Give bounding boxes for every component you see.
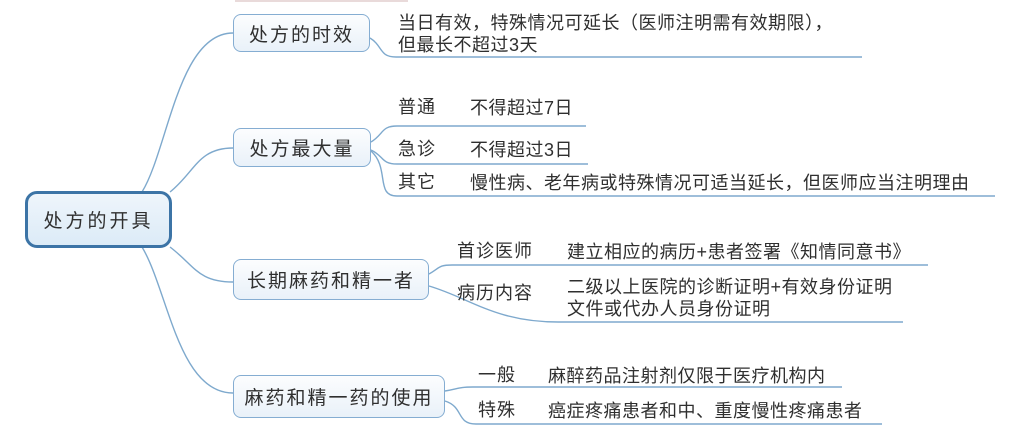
- branch-node-narcotics-usage[interactable]: 麻药和精一药的使用: [233, 375, 445, 418]
- leaf-label-teshu[interactable]: 特殊: [478, 400, 516, 420]
- leaf-label-putong[interactable]: 普通: [398, 97, 436, 117]
- branch-node-prescription-validity[interactable]: 处方的时效: [233, 14, 370, 52]
- branch-node-label: 处方最大量: [249, 139, 355, 160]
- leaf-node-yiban-rule[interactable]: 麻醉药品注射剂仅限于医疗机构内: [548, 366, 826, 386]
- connector-branch4-item1: [444, 386, 842, 392]
- branch-node-label: 麻药和精一药的使用: [244, 388, 434, 409]
- connector-branch3-item1: [428, 264, 928, 275]
- leaf-node-teshu-rule[interactable]: 癌症疼痛患者和中、重度慢性疼痛患者: [548, 401, 863, 421]
- leaf-node-putong-rule[interactable]: 不得超过7日: [470, 98, 574, 118]
- root-node[interactable]: 处方的开具: [25, 191, 172, 248]
- leaf-node-jizhen-rule[interactable]: 不得超过3日: [470, 140, 574, 160]
- leaf-node-validity-rule[interactable]: 当日有效，特殊情况可延长（医师注明需有效期限）， 但最长不超过3天: [398, 13, 833, 55]
- connector-root-branch3: [169, 246, 234, 283]
- branch-node-prescription-max[interactable]: 处方最大量: [233, 128, 371, 167]
- connector-root-branch4: [141, 246, 234, 394]
- branch-node-label: 处方的时效: [248, 24, 354, 46]
- root-node-label: 处方的开具: [43, 211, 154, 232]
- leaf-node-qita-rule[interactable]: 慢性病、老年病或特殊情况可适当延长，但医师应当注明理由: [470, 173, 970, 193]
- leaf-node-first-visit-rule[interactable]: 建立相应的病历+患者签署《知情同意书》: [567, 242, 912, 262]
- connector-root-branch1: [141, 32, 234, 193]
- leaf-node-medical-record-rule[interactable]: 二级以上医院的诊断证明+有效身份证明 文件或代办人员身份证明: [567, 277, 893, 319]
- connector-root-branch2: [169, 147, 234, 193]
- leaf-label-medical-record[interactable]: 病历内容: [457, 283, 533, 303]
- leaf-label-yiban[interactable]: 一般: [478, 365, 516, 385]
- leaf-label-jizhen[interactable]: 急诊: [398, 139, 436, 159]
- leaf-label-first-visit-doctor[interactable]: 首诊医师: [457, 241, 533, 261]
- branch-node-longterm-narcotics[interactable]: 长期麻药和精一者: [233, 259, 429, 300]
- leaf-label-qita[interactable]: 其它: [398, 172, 436, 192]
- branch-node-label: 长期麻药和精一者: [246, 271, 415, 292]
